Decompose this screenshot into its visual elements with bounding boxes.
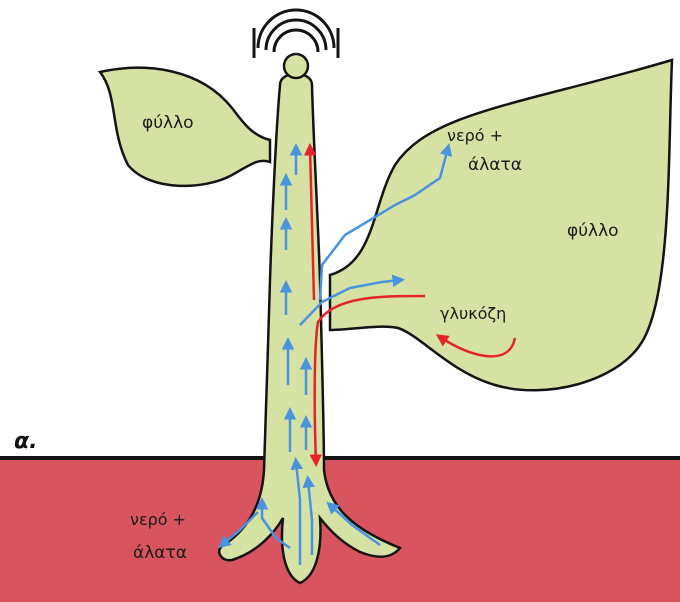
water-salts-soil-label-line1: νερό +	[130, 510, 186, 529]
right-leaf	[330, 60, 672, 390]
panel-letter: α.	[14, 429, 37, 454]
right-leaf-label: φύλλο	[567, 221, 619, 241]
water-salts-soil-label-line2: άλατα	[133, 543, 187, 563]
water-salts-leaf-label-line2: άλατα	[468, 155, 522, 175]
apical-bud	[254, 10, 338, 78]
water-salts-leaf-label-line1: νερό +	[447, 126, 503, 145]
left-leaf-label: φύλλο	[142, 113, 194, 133]
glucose-label: γλυκόζη	[440, 304, 506, 323]
